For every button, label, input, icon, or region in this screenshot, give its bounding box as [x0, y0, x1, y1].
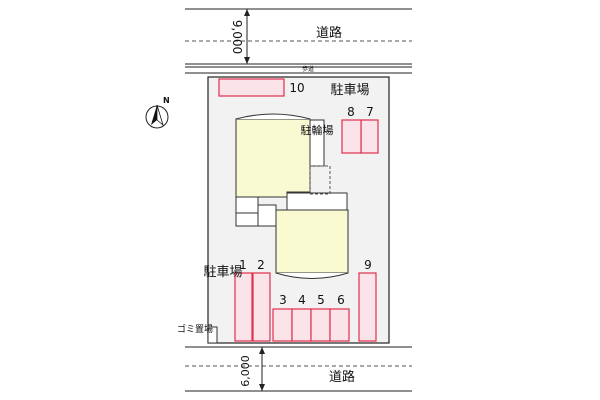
top-dimension-arrow-up — [244, 9, 250, 16]
top-road-width: 9,000 — [230, 20, 244, 54]
parking-space-5 — [310, 308, 331, 342]
top-dimension-arrow-down — [244, 57, 250, 64]
parking-space-number-1: 1 — [239, 258, 247, 272]
garbage-area — [207, 326, 218, 344]
sidewalk-label: 歩道 — [302, 65, 314, 73]
bicycle-parking-dashed — [309, 165, 331, 195]
compass-arrow-light — [156, 104, 164, 127]
bottom-dimension-arrow-up — [259, 347, 265, 354]
parking-space-number-6: 6 — [337, 293, 345, 307]
parking-space-7 — [360, 119, 379, 154]
parking-space-number-3: 3 — [279, 293, 287, 307]
compass-arrow-dark — [151, 105, 157, 125]
parking-space-number-2: 2 — [257, 258, 265, 272]
top-road-label: 道路 — [316, 25, 342, 41]
building-lower — [275, 209, 349, 274]
parking-space-number-4: 4 — [298, 293, 306, 307]
compass-north-label: N — [163, 96, 170, 105]
corridor — [286, 192, 348, 211]
building-upper-roof — [235, 113, 311, 120]
parking-space-4 — [291, 308, 312, 342]
stair-3 — [257, 204, 277, 227]
parking-space-10 — [218, 78, 285, 97]
bicycle-parking-label: 駐輪場 — [301, 123, 334, 137]
parking-space-1 — [234, 272, 253, 342]
parking-space-number-10: 10 — [289, 81, 304, 95]
garbage-label: ゴミ置場 — [177, 323, 213, 335]
parking-space-3 — [272, 308, 293, 342]
parking-space-number-7: 7 — [366, 105, 374, 119]
parking-space-6 — [329, 308, 350, 342]
compass: N — [145, 96, 170, 129]
bottom-road-label: 道路 — [329, 369, 355, 385]
parking-space-number-9: 9 — [364, 258, 372, 272]
stair-2 — [235, 212, 259, 227]
parking-main-label: 駐車場 — [330, 83, 369, 98]
parking-side-label: 駐車場 — [203, 265, 242, 280]
stair-1 — [235, 196, 259, 214]
bottom-road-width: 6,000 — [239, 355, 252, 387]
parking-space-8 — [341, 119, 362, 154]
parking-space-9 — [358, 272, 377, 342]
building-lower-roof — [275, 272, 349, 279]
building-upper — [235, 118, 311, 198]
bottom-dimension-arrow-down — [259, 384, 265, 391]
parking-space-2 — [252, 272, 271, 342]
parking-space-number-5: 5 — [317, 293, 325, 307]
parking-space-number-8: 8 — [347, 105, 355, 119]
